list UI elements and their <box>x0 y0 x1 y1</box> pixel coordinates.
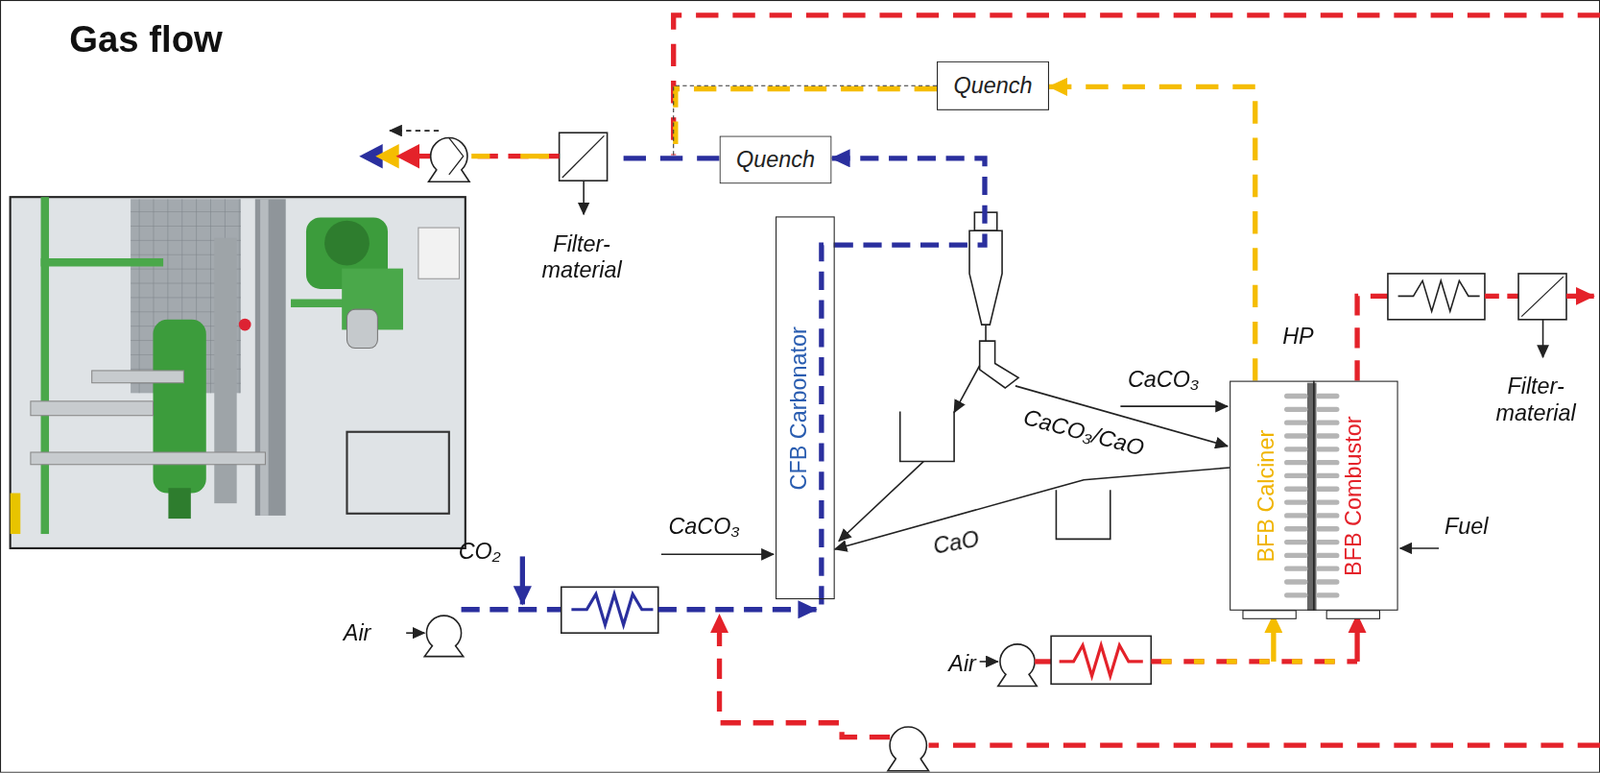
reactor-name: CFB Carbonator <box>786 326 813 490</box>
flow-label: CaCO₃/CaO <box>1020 404 1147 462</box>
flow-label: CO₂ <box>458 537 502 565</box>
flow-connector <box>1049 86 1256 381</box>
reactor-box: BFB Calciner <box>1229 381 1314 611</box>
flow-connector <box>835 467 1230 550</box>
unit-name: Quench <box>954 71 1033 99</box>
flow-connector <box>832 158 985 245</box>
quench-box: Quench <box>936 61 1050 111</box>
quench-box: Quench <box>719 135 833 184</box>
reactor-box: CFB Carbonator <box>775 215 836 599</box>
unit-name: Quench <box>736 146 815 174</box>
edge-label: CaO <box>929 525 983 560</box>
flow-label: Filter- material <box>1488 373 1583 427</box>
flow-label: Filter- material <box>534 230 629 284</box>
diagram-title: Gas flow <box>69 18 223 62</box>
flow-label: CaCO₃ <box>1127 366 1199 394</box>
flow-label: Air <box>948 649 977 677</box>
reactor-name: BFB Calciner <box>1253 429 1281 562</box>
reactor-name: BFB Combustor <box>1340 415 1368 575</box>
flow-label: Air <box>343 619 372 646</box>
flow-label: Fuel <box>1444 513 1489 541</box>
flow-label: CaCO₃ <box>668 513 740 541</box>
flow-label: HP <box>1282 323 1314 351</box>
reactor-box: BFB Combustor <box>1313 381 1398 611</box>
